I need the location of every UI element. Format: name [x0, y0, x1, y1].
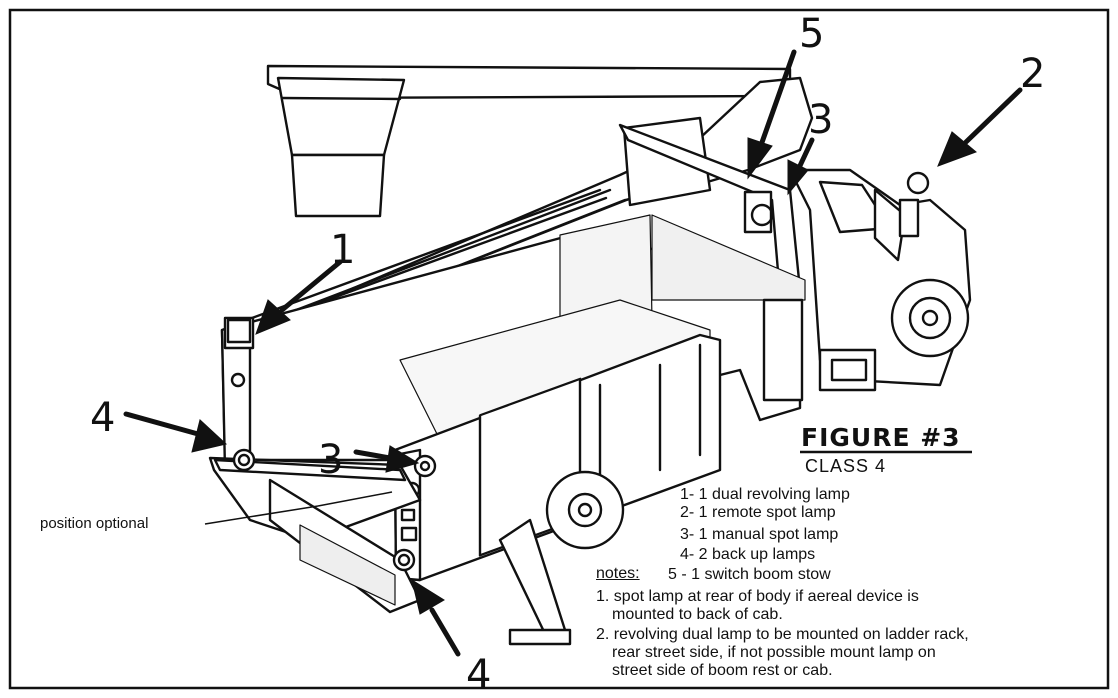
remote-spot-lamp: [898, 171, 930, 238]
arrow-callout-4-bottom: [411, 578, 461, 657]
truck-cab: [788, 168, 972, 392]
note-line-1: 1. spot lamp at rear of body if aereal d…: [596, 588, 919, 605]
callout-label-3-top: 3: [808, 97, 834, 143]
note-line-3: 2. revolving dual lamp to be mounted on …: [596, 626, 969, 643]
bucket-truck-illustration: [208, 64, 972, 646]
note-line-4: rear street side, if not possible mount …: [612, 644, 936, 661]
arrow-callout-4-left: [123, 411, 228, 453]
dual-revolving-lamp: [226, 318, 252, 344]
legend-item-2: 2- 1 remote spot lamp: [680, 504, 836, 521]
position-optional-leader: [204, 505, 319, 525]
notes-label: notes:: [596, 565, 640, 582]
arrow-callout-3-top: [787, 137, 815, 196]
back-up-lamp: [232, 448, 256, 472]
callout-label-4-bottom: 4: [466, 652, 492, 698]
position-optional-label: position optional: [40, 515, 149, 532]
callout-label-4-left: 4: [90, 395, 116, 441]
arrow-callout-1: [255, 259, 343, 335]
bucket: [276, 76, 406, 218]
arrow-callout-5: [747, 49, 797, 180]
callout-arrows: [123, 49, 1023, 657]
arrow-callout-2: [937, 87, 1023, 167]
legend-item-5: 5 - 1 switch boom stow: [668, 566, 831, 583]
arrow-callout-3-side: [353, 445, 420, 473]
back-up-lamp: [392, 548, 416, 572]
figure-subtitle: CLASS 4: [805, 456, 887, 476]
note-line-5: street side of boom rest or cab.: [612, 662, 833, 679]
outrigger: [498, 518, 572, 646]
note-line-2: mounted to back of cab.: [612, 606, 783, 623]
figure-title: FIGURE #3: [801, 423, 961, 452]
callout-label-2: 2: [1020, 51, 1046, 97]
manual-spot-lamp: [413, 454, 437, 478]
legend-item-3: 3- 1 manual spot lamp: [680, 526, 839, 543]
callout-label-3-side: 3: [318, 437, 344, 483]
callout-label-1: 1: [330, 227, 356, 273]
legend-item-4: 4- 2 back up lamps: [680, 546, 816, 563]
legend-item-1: 1- 1 dual revolving lamp: [680, 486, 850, 503]
callout-label-5: 5: [799, 11, 825, 57]
